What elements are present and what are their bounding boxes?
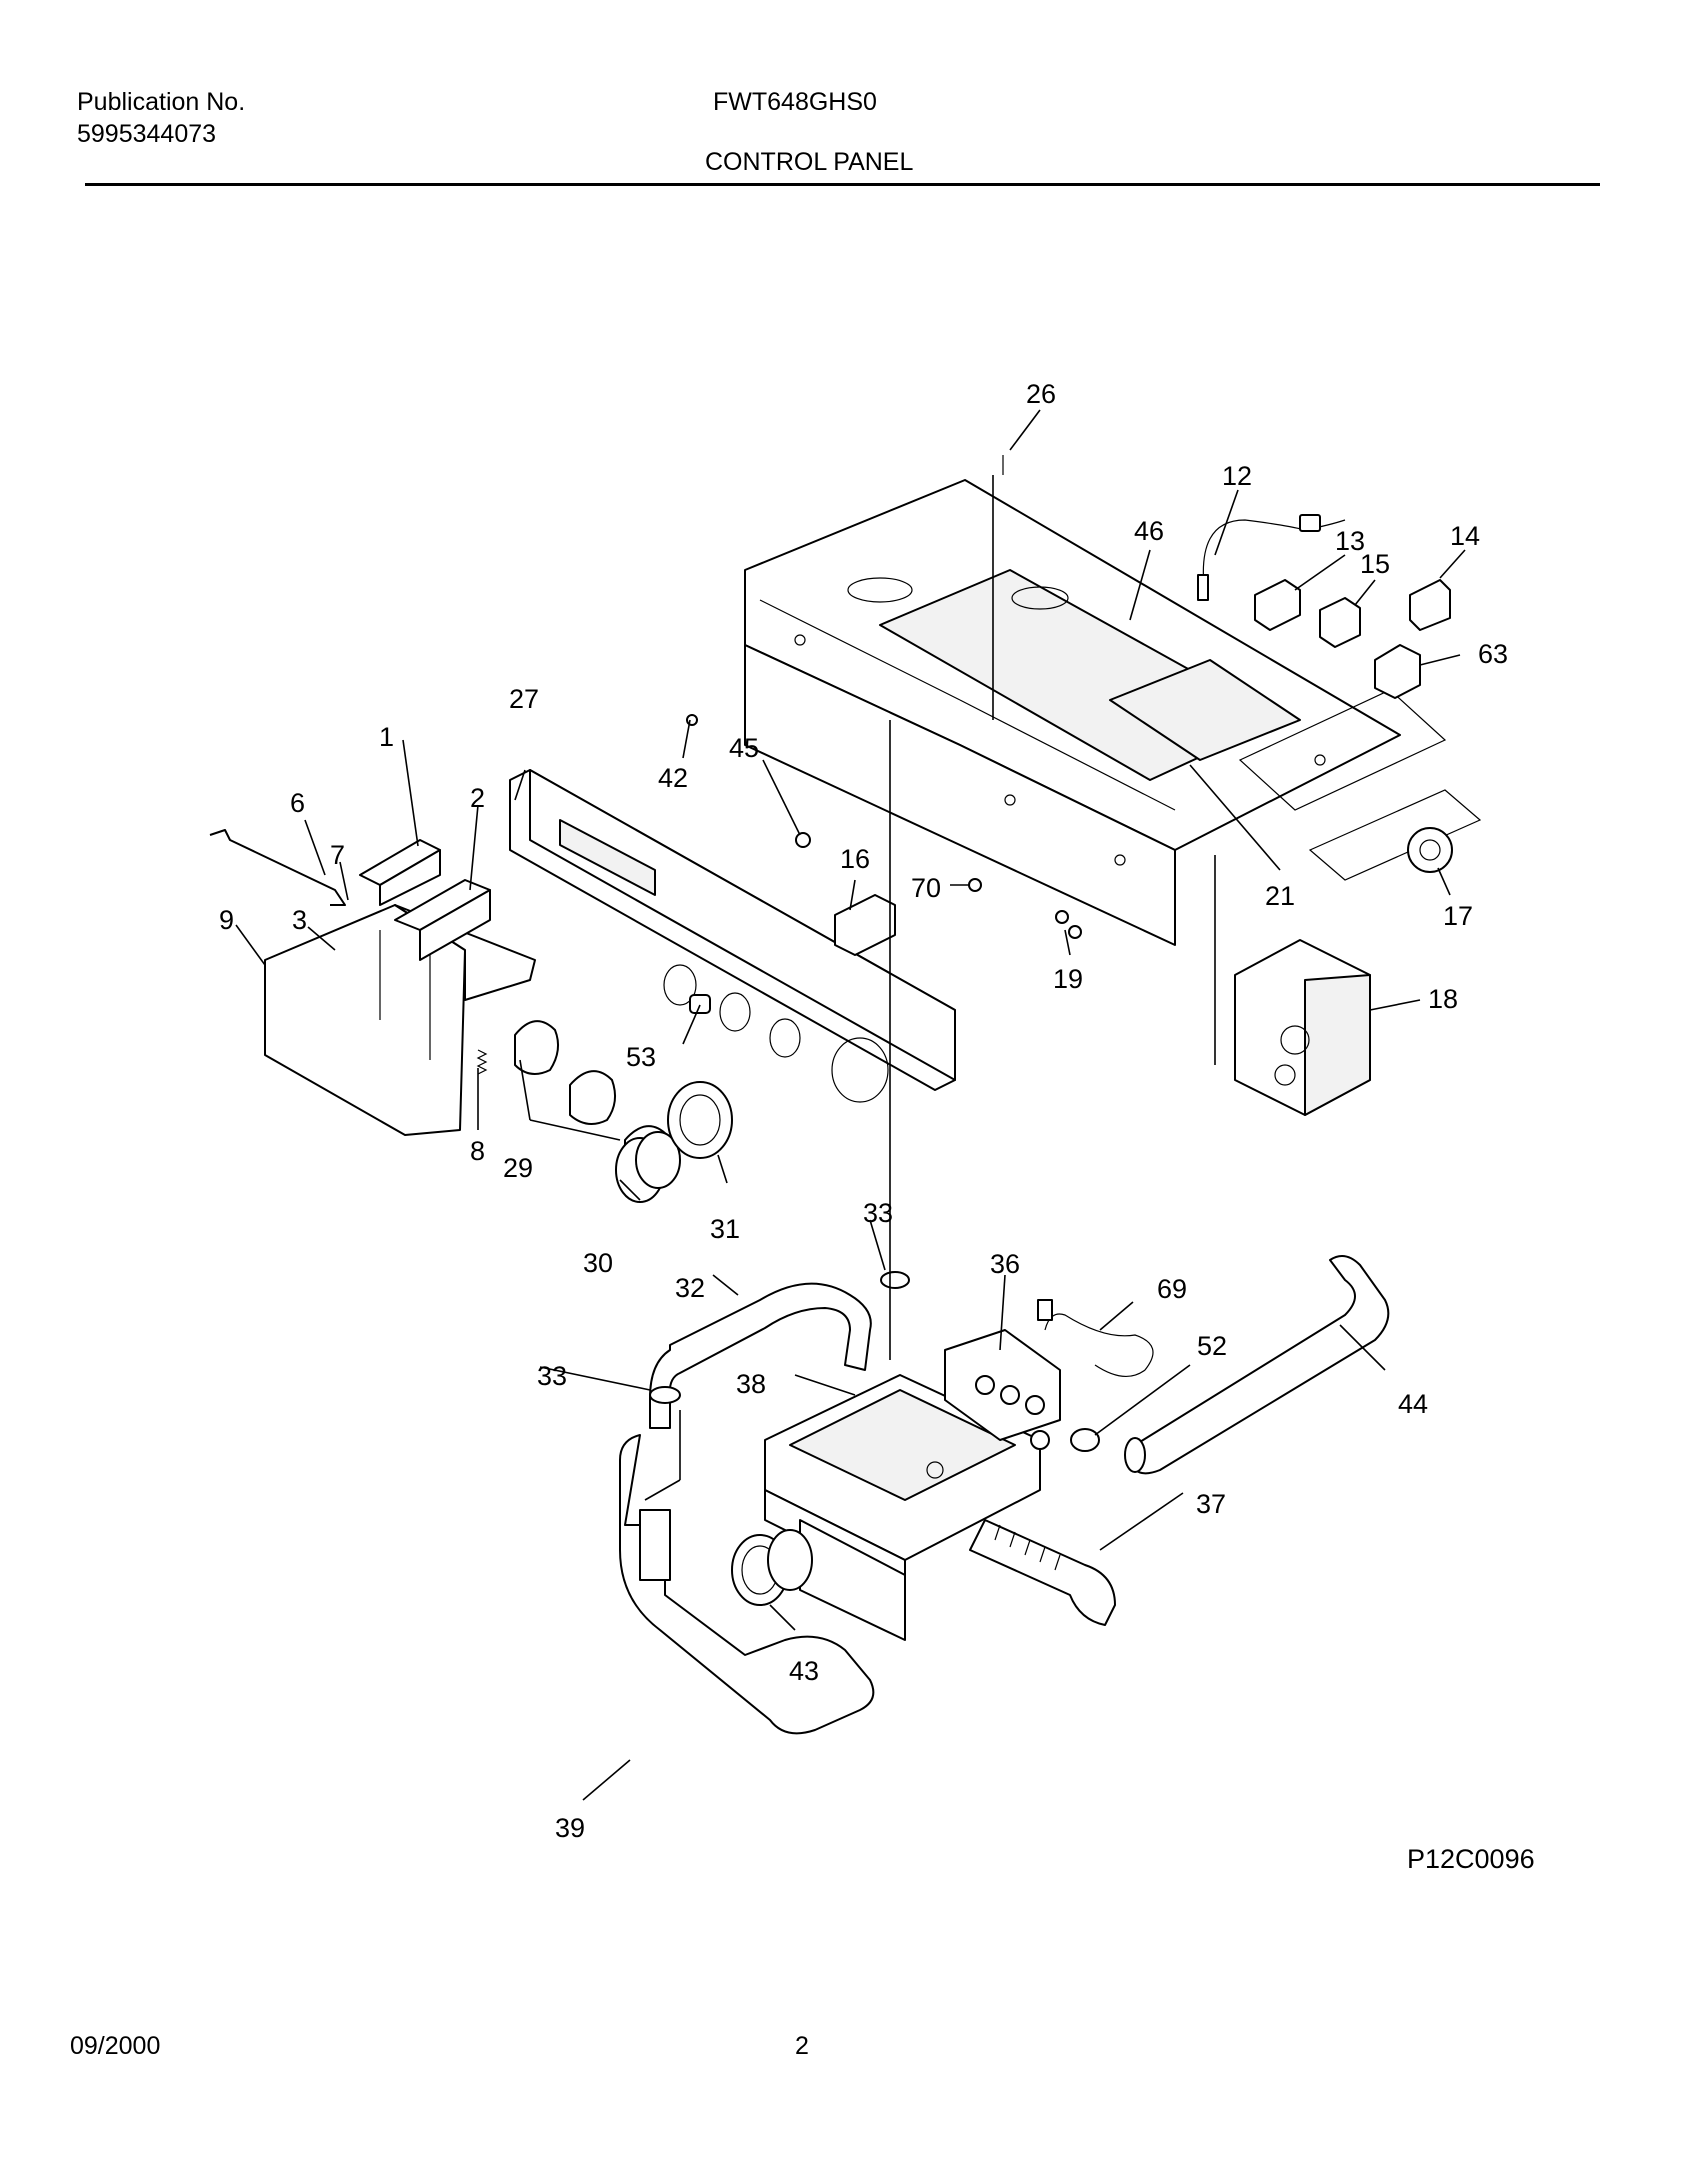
leader-lines (235, 409, 1466, 1801)
part-2-bracket (394, 879, 491, 961)
callout-63: 63 (1478, 639, 1508, 669)
control-panel-frame (744, 479, 1401, 946)
callout-69: 69 (1157, 1274, 1187, 1304)
part-33-clamp-upper (880, 1271, 910, 1289)
callout-29: 29 (503, 1153, 533, 1183)
fasteners (686, 455, 1082, 939)
callout-8: 8 (470, 1136, 485, 1166)
callout-42: 42 (658, 763, 688, 793)
callout-6: 6 (290, 788, 305, 818)
part-16-switch (834, 894, 896, 956)
part-43-gasket (731, 1529, 813, 1606)
callout-44: 44 (1398, 1389, 1428, 1419)
console-panel (509, 769, 956, 1103)
part-33-clamp-lower (649, 1386, 681, 1404)
callout-27: 27 (509, 684, 539, 714)
part-44-hose (1124, 1255, 1390, 1475)
part-53-button (689, 994, 711, 1014)
part-37-hose (969, 1519, 1116, 1626)
callout-9: 9 (219, 905, 234, 935)
part-30-knob (615, 1131, 681, 1203)
callout-13: 13 (1335, 526, 1365, 556)
callout-52: 52 (1197, 1331, 1227, 1361)
part-14-switch (1409, 579, 1451, 631)
part-18-timer (1234, 939, 1371, 1116)
callout-70: 70 (911, 873, 941, 903)
callout-21: 21 (1265, 881, 1295, 911)
part-39-bellows (619, 1434, 875, 1735)
part-69-harness (1037, 1299, 1154, 1377)
part-17-pressure-switch (1407, 827, 1453, 873)
callout-53: 53 (626, 1042, 656, 1072)
callout-38: 38 (736, 1369, 766, 1399)
part-6-lever (209, 829, 346, 906)
part-1-bracket (359, 839, 441, 906)
part-31-knob-ring (667, 1081, 733, 1159)
callout-32: 32 (675, 1273, 705, 1303)
diagram-reference-code: P12C0096 (1407, 1844, 1535, 1874)
publication-number: 5995344073 (77, 120, 217, 148)
callout-12: 12 (1222, 461, 1252, 491)
callout-36: 36 (990, 1249, 1020, 1279)
publication-label: Publication No. (77, 88, 246, 116)
callout-37: 37 (1196, 1489, 1226, 1519)
wiring-diagram-sheet (1238, 689, 1482, 881)
callout-7: 7 (330, 840, 345, 870)
part-15-switch (1319, 597, 1361, 648)
callout-39: 39 (555, 1813, 585, 1843)
callout-26: 26 (1026, 379, 1056, 409)
left-console-bracket (264, 904, 536, 1136)
callout-30: 30 (583, 1248, 613, 1278)
part-36-valve (944, 1329, 1061, 1450)
callout-46: 46 (1134, 516, 1164, 546)
part-63-switch (1374, 644, 1421, 699)
footer-date: 09/2000 (70, 2032, 161, 2060)
callout-19: 19 (1053, 964, 1083, 994)
callout-31: 31 (710, 1214, 740, 1244)
header-rule (85, 183, 1600, 186)
callout-labels: 1 2 3 6 7 8 9 12 13 14 15 16 17 18 19 21… (219, 379, 1508, 1843)
part-13-switch (1254, 579, 1301, 631)
callout-45: 45 (729, 733, 759, 763)
section-title: CONTROL PANEL (705, 148, 914, 176)
callout-18: 18 (1428, 984, 1458, 1014)
callout-43: 43 (789, 1656, 819, 1686)
callout-1: 1 (379, 722, 394, 752)
callout-2: 2 (470, 783, 485, 813)
part-12-harness (1197, 514, 1346, 601)
part-52-clamp (1070, 1428, 1100, 1452)
callout-33-lower: 33 (537, 1361, 567, 1391)
callout-3: 3 (292, 905, 307, 935)
callout-15: 15 (1360, 549, 1390, 579)
callout-16: 16 (840, 844, 870, 874)
part-32-hose (649, 1282, 872, 1429)
part-8-spring (476, 1049, 488, 1075)
callout-17: 17 (1443, 901, 1473, 931)
callout-33-upper: 33 (863, 1198, 893, 1228)
model-number: FWT648GHS0 (713, 88, 877, 116)
page-number: 2 (795, 2032, 809, 2060)
part-38-dispenser (764, 1374, 1041, 1641)
callout-14: 14 (1450, 521, 1480, 551)
